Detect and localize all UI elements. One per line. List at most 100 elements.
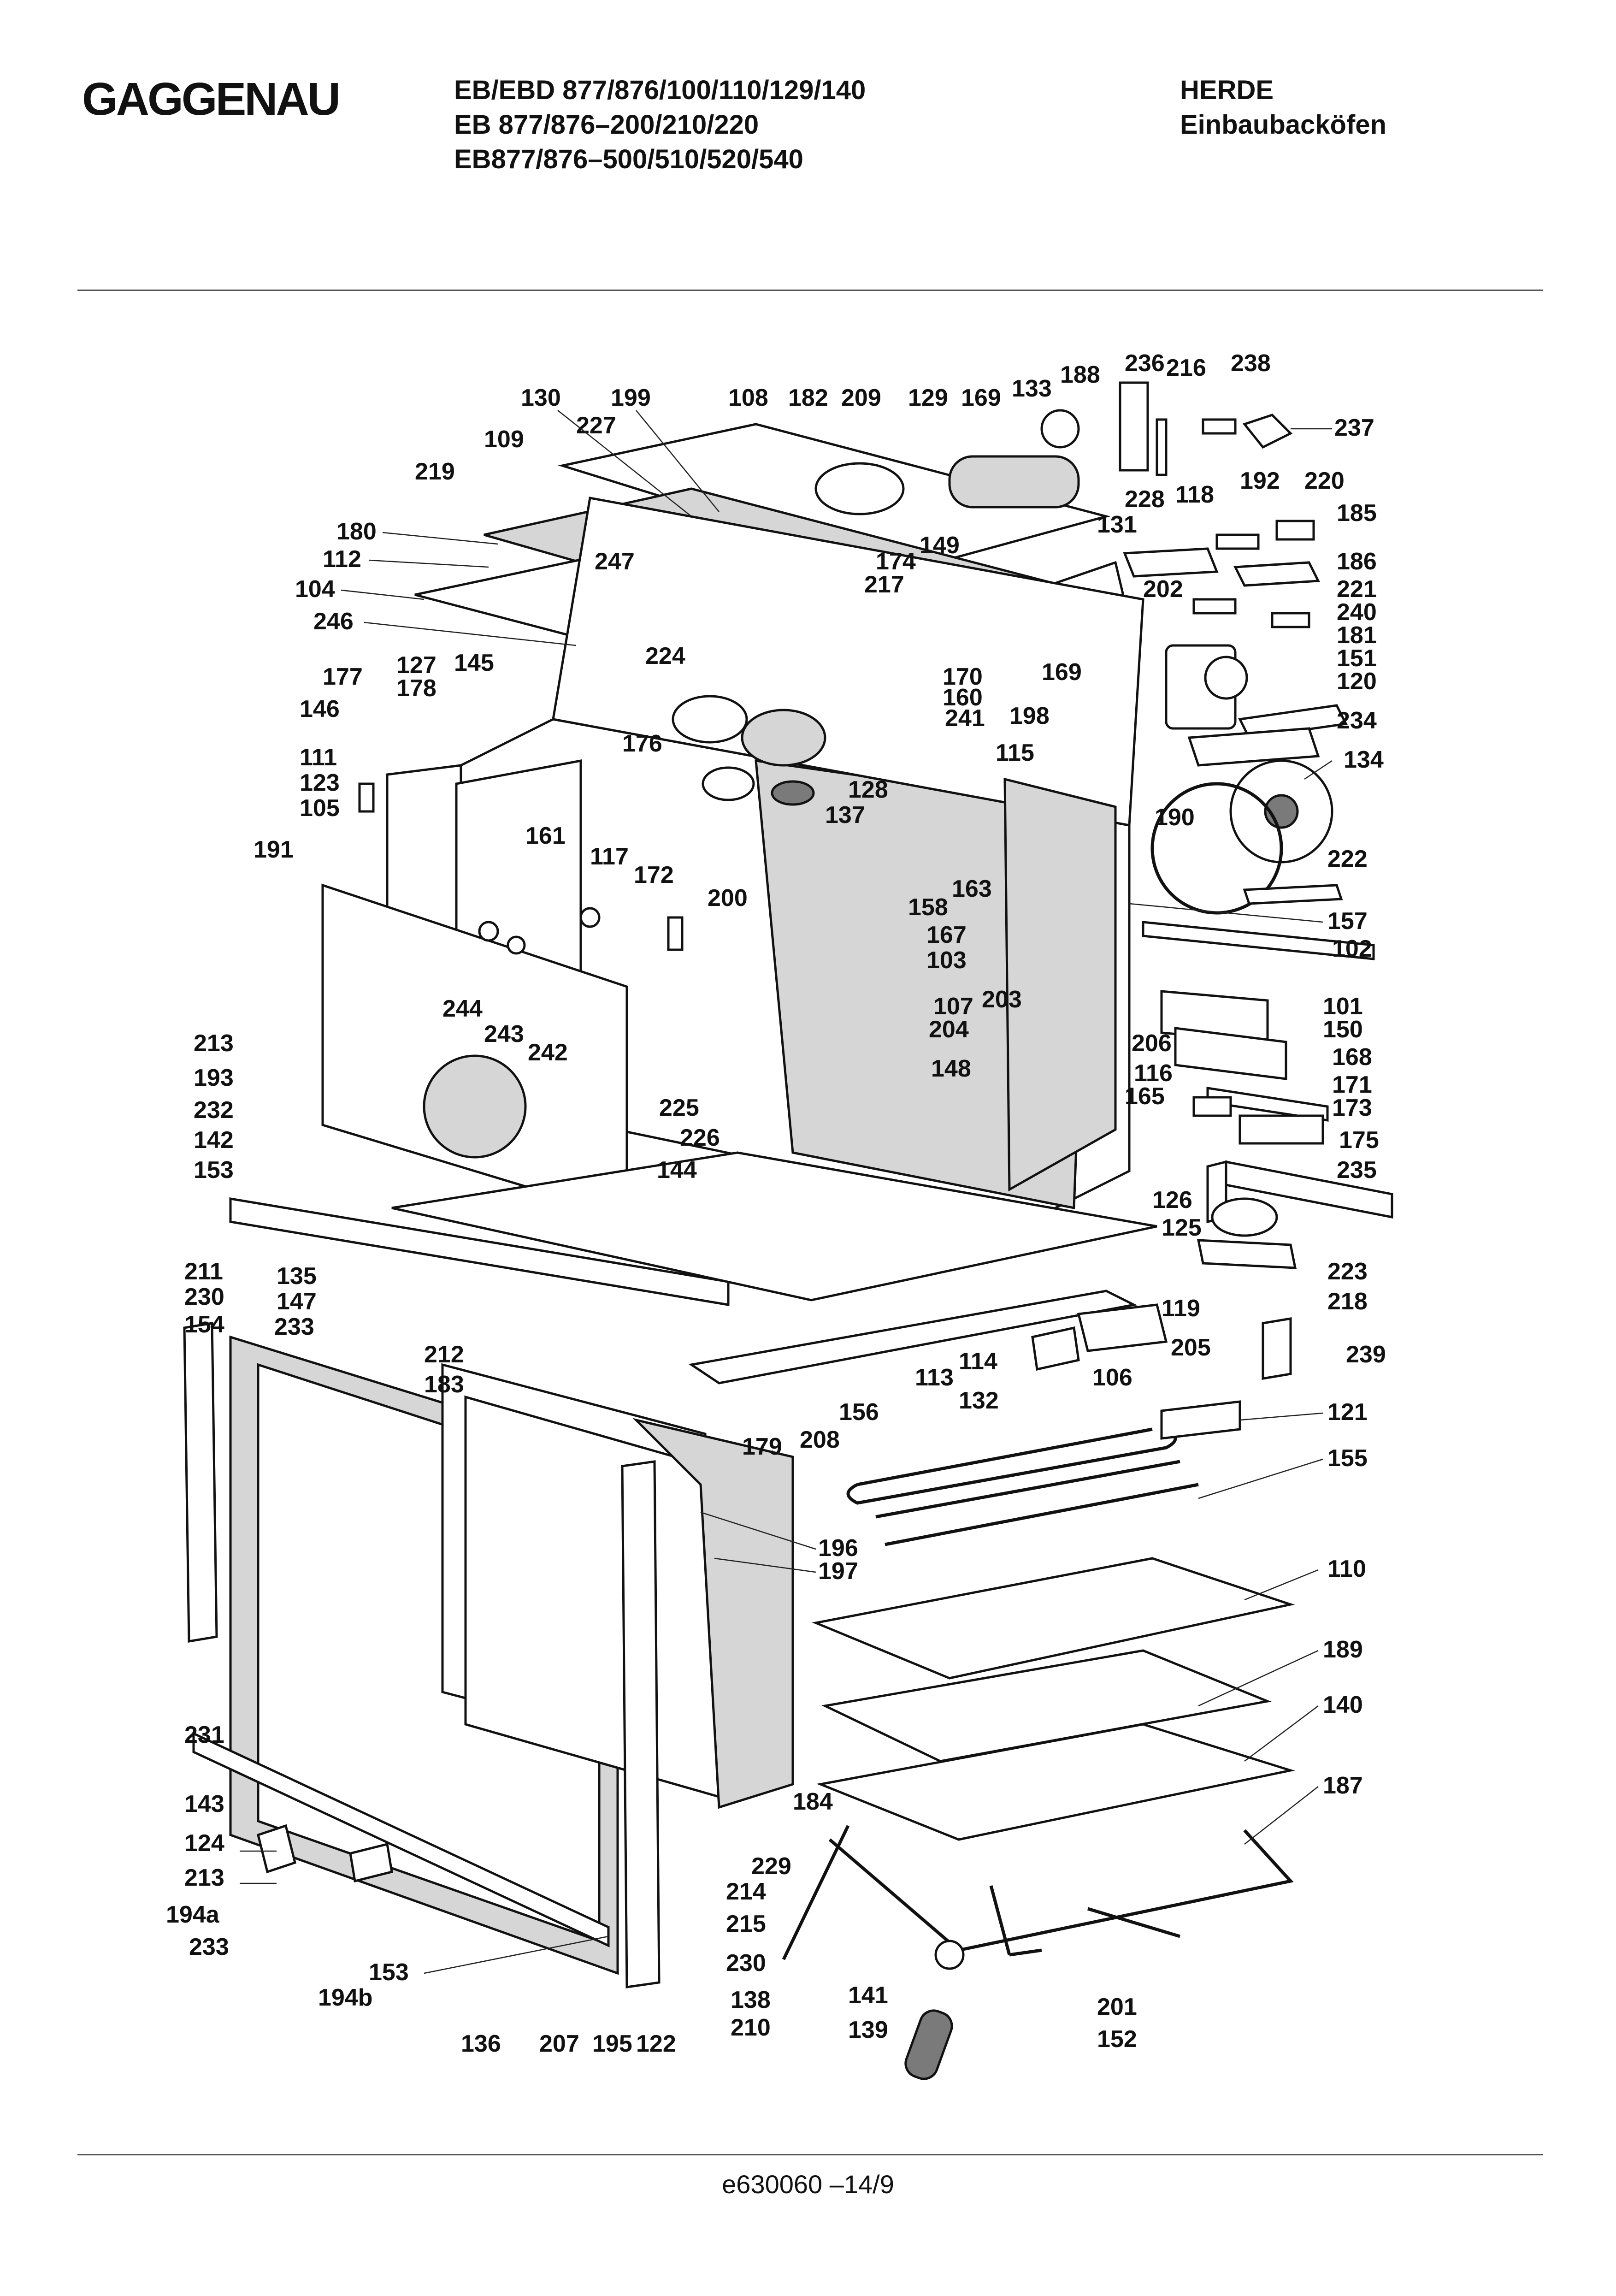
callout-216: 216 (1166, 355, 1206, 381)
callout-239: 239 (1346, 1341, 1386, 1368)
leader-lines (240, 410, 1333, 1974)
callout-205: 205 (1171, 1334, 1211, 1361)
callout-180: 180 (336, 518, 377, 545)
blower-fan (814, 409, 1080, 515)
callout-196: 196 (818, 1535, 858, 1562)
callout-119: 119 (1162, 1295, 1200, 1322)
callout-108: 108 (728, 385, 768, 411)
footer-divider (77, 2154, 1543, 2155)
callout-123: 123 (300, 769, 340, 796)
callout-230b: 230 (726, 1950, 766, 1976)
callout-179: 179 (742, 1433, 782, 1460)
callout-203: 203 (982, 986, 1022, 1013)
callout-188: 188 (1060, 361, 1100, 388)
callout-143: 143 (184, 1791, 224, 1817)
callout-127: 127 (396, 652, 436, 679)
callout-124: 124 (184, 1830, 224, 1857)
callout-102: 102 (1332, 935, 1372, 962)
callout-223: 223 (1327, 1258, 1368, 1285)
callout-174: 174 (876, 548, 916, 575)
model-line-3: EB877/876–500/510/520/540 (454, 144, 803, 174)
callout-157: 157 (1327, 908, 1368, 935)
callout-169: 169 (961, 385, 1001, 411)
callout-234: 234 (1337, 707, 1377, 734)
callout-111: 111 (300, 744, 337, 771)
callout-208: 208 (800, 1426, 840, 1453)
callout-213: 213 (194, 1030, 234, 1057)
exploded-parts-diagram: 236 216 238 237 188 133 130 199 108 182 … (166, 350, 1393, 2080)
category-subtitle: Einbaubacköfen (1180, 110, 1386, 140)
callout-233: 233 (274, 1314, 314, 1340)
callout-233b: 233 (189, 1934, 229, 1960)
callout-191: 191 (254, 836, 294, 863)
callout-130: 130 (521, 385, 561, 411)
callout-118: 118 (1175, 481, 1214, 508)
callout-222: 222 (1327, 846, 1368, 872)
callout-153b: 153 (369, 1959, 409, 1986)
callout-160: 160 (943, 684, 983, 711)
callout-105: 105 (300, 795, 340, 822)
callout-194a: 194a (166, 1901, 220, 1928)
callout-152: 152 (1097, 2026, 1137, 2053)
brand-logo: GAGGENAU (82, 73, 341, 125)
callout-217: 217 (864, 571, 904, 598)
header-divider (77, 290, 1543, 291)
callout-107: 107 (933, 993, 973, 1020)
callout-243: 243 (484, 1021, 524, 1047)
callout-131: 131 (1097, 511, 1137, 538)
callout-229: 229 (751, 1853, 791, 1880)
callout-184: 184 (793, 1788, 833, 1815)
callout-labels: 236 216 238 237 188 133 130 199 108 182 … (166, 350, 1386, 2057)
callout-103: 103 (926, 947, 967, 974)
callout-186: 186 (1337, 548, 1377, 575)
callout-206: 206 (1132, 1030, 1172, 1057)
callout-224: 224 (645, 643, 685, 669)
callout-237: 237 (1334, 414, 1374, 441)
model-list: EB/EBD 877/876/100/110/129/140 EB 877/87… (454, 73, 866, 177)
callout-167: 167 (926, 922, 967, 948)
callout-150: 150 (1323, 1016, 1363, 1043)
callout-193: 193 (194, 1065, 234, 1091)
callout-226: 226 (680, 1124, 720, 1151)
oven-door-assembly (183, 1322, 794, 1988)
callout-114: 114 (959, 1348, 997, 1375)
callout-201: 201 (1097, 1994, 1137, 2020)
callout-185: 185 (1337, 500, 1377, 527)
callout-172: 172 (634, 862, 674, 888)
callout-183: 183 (424, 1371, 464, 1398)
callout-106: 106 (1092, 1364, 1132, 1391)
callout-197: 197 (818, 1558, 858, 1585)
callout-136: 136 (461, 2030, 501, 2057)
callout-247: 247 (595, 548, 635, 575)
top-right-components (1119, 381, 1320, 628)
callout-148: 148 (931, 1055, 971, 1082)
callout-241: 241 (945, 705, 985, 732)
callout-204: 204 (929, 1016, 969, 1043)
callout-199: 199 (611, 385, 651, 411)
callout-225: 225 (659, 1095, 699, 1121)
callout-213b: 213 (184, 1864, 224, 1891)
callout-139: 139 (848, 2017, 888, 2043)
callout-140: 140 (1323, 1692, 1363, 1718)
callout-109: 109 (484, 426, 524, 453)
callout-246: 246 (313, 608, 354, 635)
callout-165: 165 (1125, 1083, 1165, 1110)
model-line-1: EB/EBD 877/876/100/110/129/140 (454, 75, 866, 105)
callout-155: 155 (1327, 1445, 1368, 1472)
callout-135: 135 (277, 1263, 317, 1290)
callout-116: 116 (1134, 1060, 1173, 1087)
callout-125: 125 (1162, 1214, 1202, 1241)
callout-238: 238 (1231, 350, 1271, 377)
callout-227: 227 (576, 412, 616, 439)
convection-fan-motor (1150, 644, 1348, 915)
rear-bracket-strips (1142, 921, 1393, 1269)
callout-134: 134 (1344, 746, 1384, 773)
callout-151: 151 (1337, 645, 1377, 672)
callout-176: 176 (622, 730, 662, 757)
callout-207: 207 (539, 2030, 579, 2057)
callout-168: 168 (1332, 1044, 1372, 1071)
callout-153: 153 (194, 1157, 234, 1184)
callout-161: 161 (525, 823, 566, 849)
callout-202: 202 (1143, 576, 1183, 603)
callout-146: 146 (300, 696, 340, 722)
